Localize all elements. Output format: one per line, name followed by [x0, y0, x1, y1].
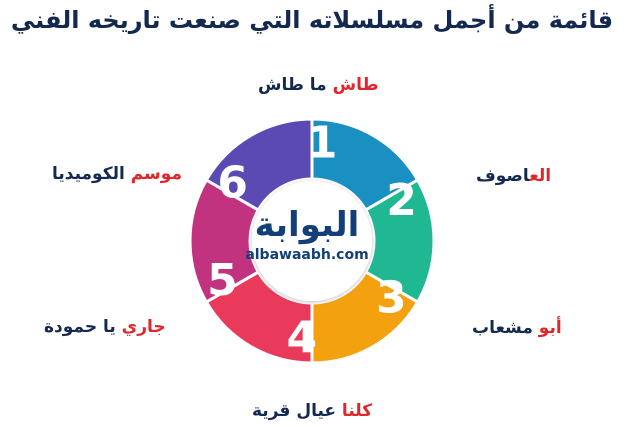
logo-disc — [252, 181, 372, 301]
label-left-top: موسم الكوميديا — [52, 163, 182, 185]
label-left-bottom-accent: جاري — [115, 317, 166, 337]
label-top-accent: طاش — [326, 75, 379, 95]
label-right-bottom: أبو مشعاب — [472, 317, 562, 339]
label-bottom: كلنا عيال قرية — [252, 400, 372, 422]
label-bottom-accent: كلنا — [336, 401, 373, 421]
label-left-bottom: جاري يا حمودة — [44, 316, 166, 338]
label-top: طاش ما طاش — [258, 74, 378, 96]
label-right-top: العاصوف — [476, 165, 551, 187]
segment-number-6: 6 — [217, 157, 248, 208]
ring-segment-6 — [204, 117, 314, 213]
segment-number-2: 2 — [386, 175, 417, 226]
label-bottom-plain: عيال قرية — [252, 401, 337, 421]
label-right-bottom-accent: أبو — [532, 318, 562, 338]
label-left-top-accent: موسم — [124, 164, 182, 184]
label-top-plain: ما طاش — [258, 75, 327, 95]
label-left-bottom-plain: يا حمودة — [44, 317, 116, 337]
label-right-bottom-plain: مشعاب — [472, 318, 533, 338]
diagram-title: قائمة من أجمل مسلسلاته التي صنعت تاريخه … — [10, 6, 614, 34]
label-right-top-accent: الع — [529, 166, 552, 186]
segment-number-1: 1 — [307, 118, 338, 169]
segment-number-5: 5 — [207, 255, 238, 306]
segment-number-3: 3 — [376, 273, 407, 324]
segment-number-4: 4 — [286, 312, 317, 363]
label-right-top-plain: اصوف — [476, 166, 530, 186]
label-left-top-plain: الكوميديا — [52, 164, 125, 184]
